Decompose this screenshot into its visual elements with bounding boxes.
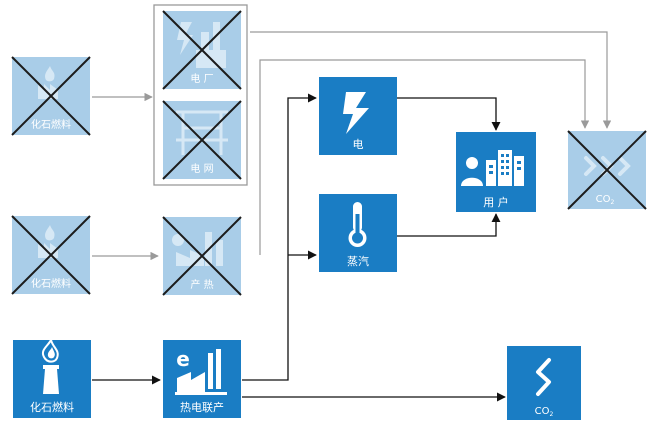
steam-label: 蒸汽 [347, 254, 369, 268]
fossil-fuel-box-top: 化石燃料 [11, 56, 91, 136]
flame-chimney-icon [41, 337, 59, 394]
grid-box: 电 网 [162, 100, 242, 180]
faded-connectors [92, 31, 612, 261]
person-building-icon [461, 150, 524, 186]
co2-label-active: CO2 [535, 406, 554, 418]
chp-box: e 热电联产 [163, 340, 241, 418]
arrow-grid-to-co2-b [259, 59, 590, 255]
grid-label: 电 网 [190, 162, 213, 175]
active-connectors [92, 93, 506, 402]
e-factory-icon: e [175, 347, 227, 395]
fossil-fuel-box-mid: 化石燃料 [11, 215, 91, 295]
heat-plant-box: 产 热 [162, 216, 242, 296]
arrow-chp-to-electricity [242, 93, 317, 381]
users-label: 用 户 [483, 195, 509, 209]
steam-box: 蒸汽 [319, 194, 397, 272]
fossil-fuel-label-top: 化石燃料 [31, 118, 71, 131]
power-plant-box: 电 厂 [162, 10, 242, 90]
lightning-icon [343, 92, 369, 134]
chp-label: 热电联产 [180, 400, 224, 414]
fossil-fuel-label-mid: 化石燃料 [31, 277, 71, 290]
fossil-fuel-box-active: 化石燃料 [13, 337, 91, 418]
fossil-fuel-label-active: 化石燃料 [30, 400, 74, 414]
electricity-box: 电 [319, 77, 397, 155]
emission-icon [536, 358, 551, 396]
arrow-electricity-to-users [397, 97, 501, 131]
co2-label-faded: CO2 [596, 194, 615, 206]
co2-box-active: CO2 [507, 346, 581, 420]
power-plant-label: 电 厂 [190, 72, 213, 85]
svg-text:e: e [176, 347, 190, 371]
thermometer-icon [348, 202, 367, 247]
electricity-label: 电 [353, 138, 364, 151]
arrow-steam-to-users [397, 213, 501, 237]
power-group-frame [153, 4, 248, 186]
users-box: 用 户 [456, 132, 536, 212]
arrow-power-plant-to-co2-a [250, 31, 612, 129]
heat-plant-label: 产 热 [190, 278, 213, 291]
co2-box-faded: CO2 [567, 130, 647, 210]
